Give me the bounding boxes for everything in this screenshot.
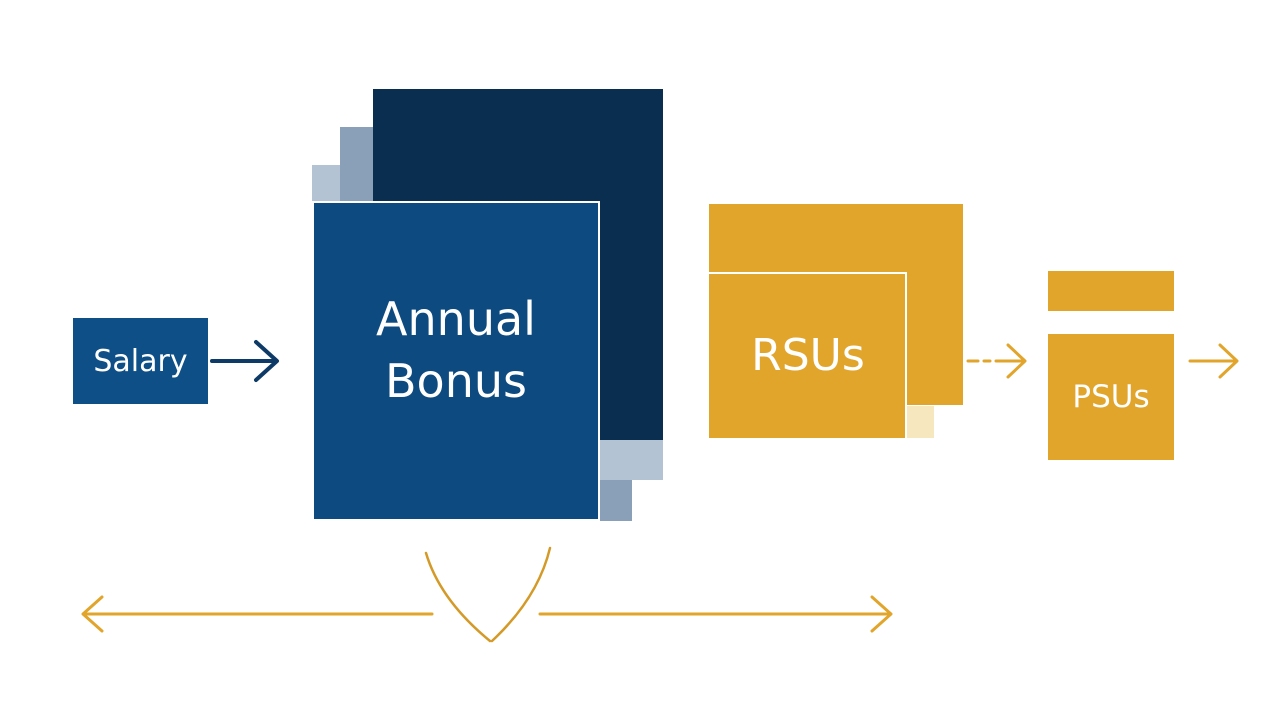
psus-box — [1048, 334, 1174, 460]
rsus-to-psus-arrow — [966, 343, 1027, 379]
salary-to-bonus-arrow — [210, 340, 279, 382]
psus-outgoing-arrow — [1188, 343, 1239, 379]
rsus-shadow-step — [906, 406, 934, 438]
annual-bonus-label: Annual Bonus — [376, 292, 536, 408]
rsus-label: RSUs — [751, 329, 865, 381]
bottom-left-arrow — [81, 595, 434, 633]
psus-top-bar — [1048, 271, 1174, 311]
salary-box — [73, 318, 208, 404]
bottom-right-arrow — [538, 595, 893, 633]
bonus-bracket-curve — [424, 546, 552, 643]
salary-label: Salary — [93, 343, 188, 379]
bonus-shadow-step-1 — [600, 440, 663, 480]
annual-bonus-box — [312, 201, 600, 521]
rsus-box — [709, 272, 907, 438]
psus-label: PSUs — [1072, 379, 1150, 415]
bonus-shadow-step-2 — [600, 480, 632, 521]
